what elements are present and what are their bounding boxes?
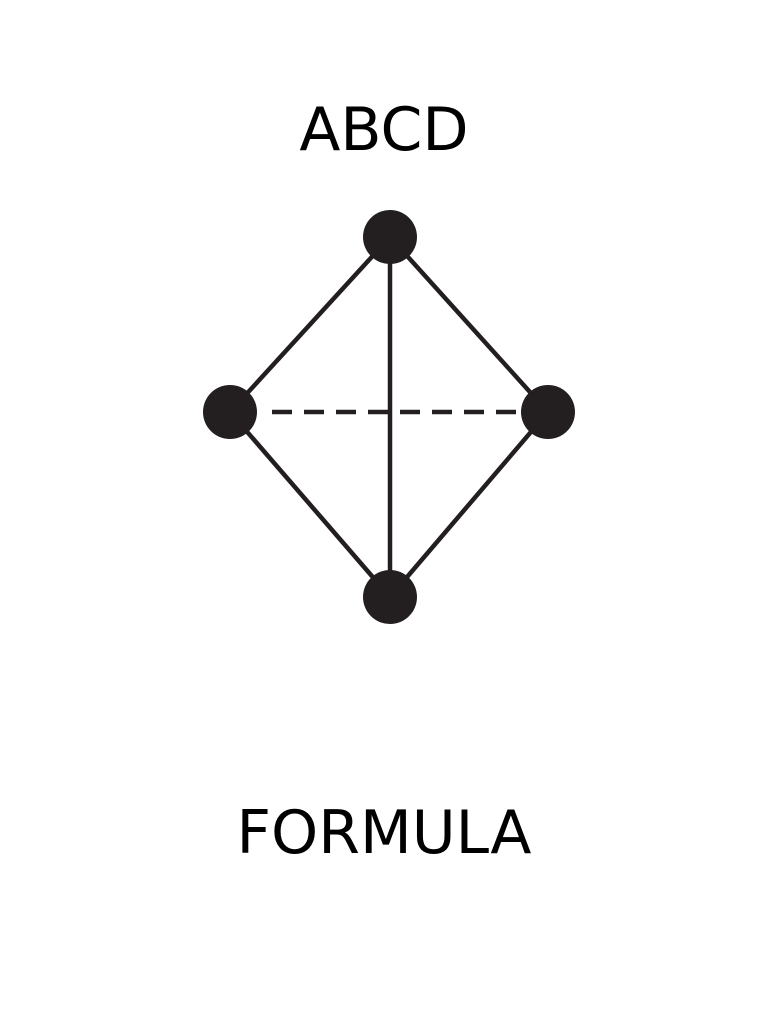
node-bottom	[363, 570, 417, 624]
edge-top-left	[227, 234, 393, 415]
nodes-group	[203, 210, 575, 624]
diagram-caption: FORMULA	[236, 798, 532, 868]
node-right	[521, 385, 575, 439]
diagram-title: ABCD	[299, 95, 469, 165]
edge-top-right	[387, 234, 551, 415]
edge-left-bottom	[227, 409, 393, 600]
node-left	[203, 385, 257, 439]
edge-right-bottom	[387, 409, 551, 600]
edges-group	[227, 234, 551, 600]
node-top	[363, 210, 417, 264]
